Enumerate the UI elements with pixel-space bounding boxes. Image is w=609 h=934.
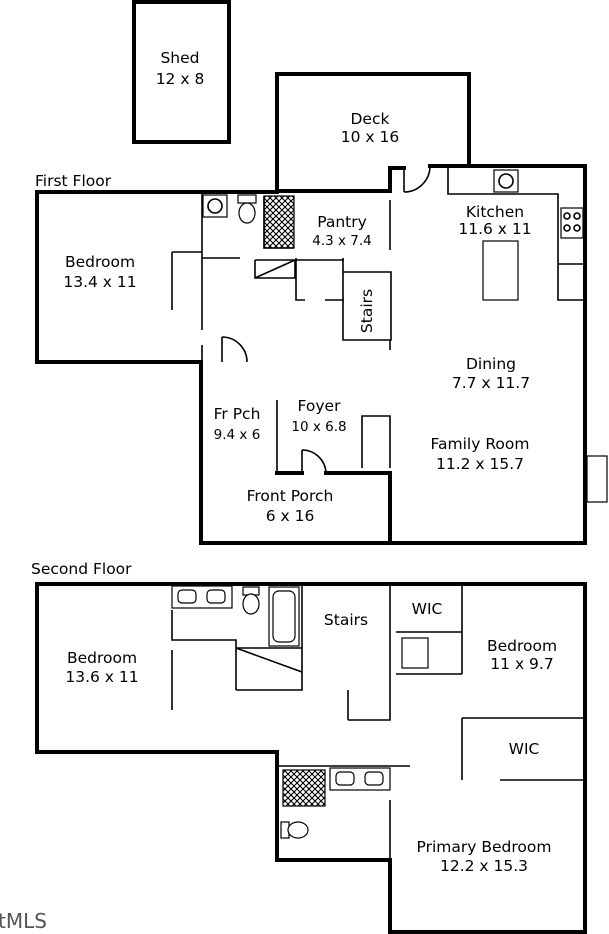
front-door-swing	[301, 449, 327, 474]
toilet	[287, 821, 309, 839]
shed-outline	[132, 0, 231, 144]
room-size: 11 x 9.7	[490, 655, 553, 673]
deck-door-swing	[403, 165, 431, 193]
shower-tile	[263, 195, 295, 249]
room-size: 10 x 6.8	[291, 419, 346, 435]
room-name: Fr Pch	[214, 405, 261, 423]
room-size: 11.6 x 11	[458, 220, 531, 238]
room-name: Deck	[351, 110, 390, 128]
stair-step	[254, 259, 296, 279]
watermark: tMLS	[0, 909, 47, 933]
room-size: 6 x 16	[266, 507, 315, 525]
bath-wall	[171, 610, 237, 690]
room-name: Front Porch	[247, 487, 334, 505]
room-size: 12 x 8	[156, 70, 205, 88]
kitchen-counter	[447, 168, 559, 264]
closet	[361, 415, 391, 468]
kitchen-island	[482, 240, 519, 301]
room-name: Bedroom	[67, 649, 137, 667]
sink	[202, 194, 228, 218]
fridge	[557, 264, 585, 301]
burner	[573, 212, 581, 220]
kitchen-sink	[493, 169, 519, 193]
toilet	[238, 202, 256, 224]
sink	[335, 771, 355, 786]
room-name: Stairs	[358, 289, 376, 333]
stair-landing	[236, 647, 303, 691]
burner	[573, 224, 581, 232]
tub-inner	[272, 590, 296, 643]
room-name: WIC	[412, 600, 443, 618]
sink-basin	[207, 198, 223, 214]
room-size: 4.3 x 7.4	[312, 233, 372, 249]
stairs-box	[342, 258, 392, 341]
room-size: 10 x 16	[341, 128, 399, 146]
kitchen-sink-basin	[498, 173, 514, 189]
sink	[364, 771, 384, 786]
washer-dryer	[401, 637, 429, 669]
first-floor-outline	[35, 164, 587, 545]
shower-wall	[263, 196, 294, 249]
room-size: 7.7 x 11.7	[452, 374, 530, 392]
labels: First Floor Shed 12 x 8 Deck 10 x 16 Pan…	[0, 49, 557, 933]
first-floor	[35, 0, 608, 545]
fireplace	[586, 455, 608, 503]
room-name: WIC	[509, 740, 540, 758]
stair-diagonal	[235, 647, 303, 673]
room-size: 9.4 x 6	[214, 427, 261, 443]
room-name: Bedroom	[487, 637, 557, 655]
room-name: Primary Bedroom	[417, 838, 552, 856]
room-size: 11.2 x 15.7	[436, 455, 524, 473]
burner	[563, 224, 571, 232]
room-name: Family Room	[431, 435, 530, 453]
floor-title: First Floor	[35, 172, 112, 190]
floor-title: Second Floor	[31, 560, 132, 578]
room-name: Foyer	[298, 397, 342, 415]
room-name: Kitchen	[466, 203, 524, 221]
deck-outline	[275, 72, 471, 193]
room-name: Pantry	[317, 213, 367, 231]
sink	[206, 589, 226, 604]
toilet-tank	[237, 194, 257, 204]
room-name: Shed	[160, 49, 199, 67]
porch-door-swing	[221, 336, 248, 363]
sink	[177, 589, 197, 604]
room-size: 13.4 x 11	[63, 273, 136, 291]
stairs-wall	[348, 586, 391, 721]
room-size: 13.6 x 11	[65, 668, 138, 686]
room-name: Bedroom	[65, 253, 135, 271]
toilet	[242, 593, 260, 615]
room-size: 12.2 x 15.3	[440, 857, 528, 875]
second-floor	[35, 582, 587, 934]
stair-diagonal	[254, 259, 296, 279]
stove	[560, 207, 584, 239]
shower-tile	[282, 769, 326, 807]
room-name: Stairs	[324, 611, 368, 629]
pantry-wall	[295, 258, 305, 301]
burner	[563, 212, 571, 220]
room-name: Dining	[466, 355, 516, 373]
